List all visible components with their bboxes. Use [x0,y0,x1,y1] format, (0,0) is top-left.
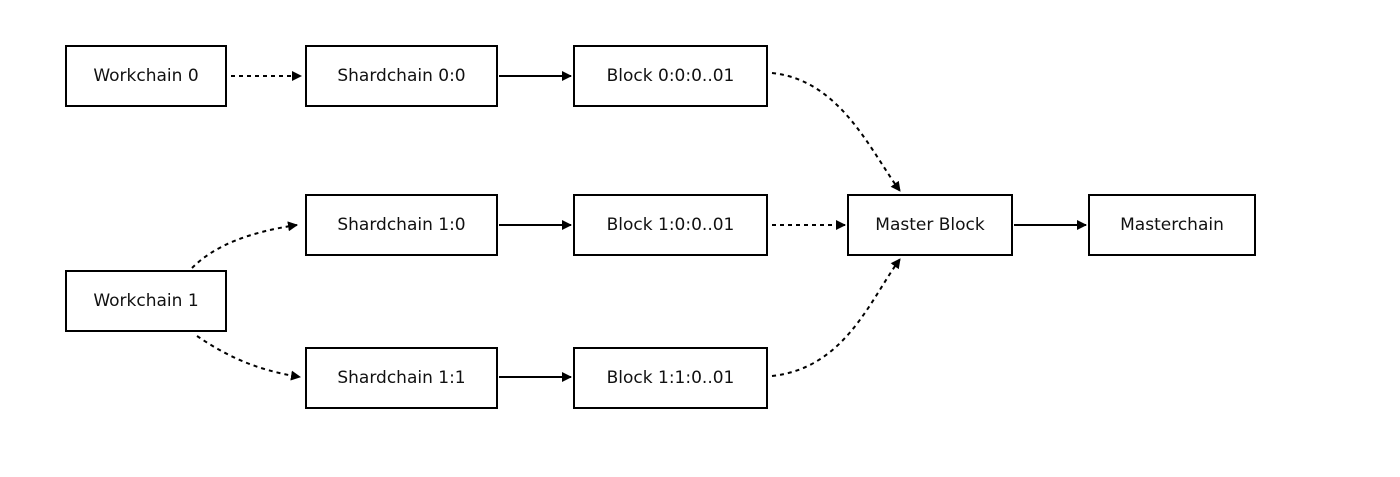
edge-workchain1-shardchain11 [196,335,301,381]
node-block-1-1: Block 1:1:0..01 [573,347,768,409]
node-shardchain-1-0: Shardchain 1:0 [305,194,498,256]
node-master-block: Master Block [847,194,1013,256]
node-masterchain: Masterchain [1088,194,1256,256]
node-block-1-0: Block 1:0:0..01 [573,194,768,256]
edge-block11-masterblock [771,258,901,377]
node-shardchain-1-1: Shardchain 1:1 [305,347,498,409]
node-workchain-1: Workchain 1 [65,270,227,332]
node-block-0-0: Block 0:0:0..01 [573,45,768,107]
edge-workchain1-shardchain10 [191,221,298,269]
node-workchain-0: Workchain 0 [65,45,227,107]
edge-block00-masterblock [771,72,901,192]
node-shardchain-0-0: Shardchain 0:0 [305,45,498,107]
